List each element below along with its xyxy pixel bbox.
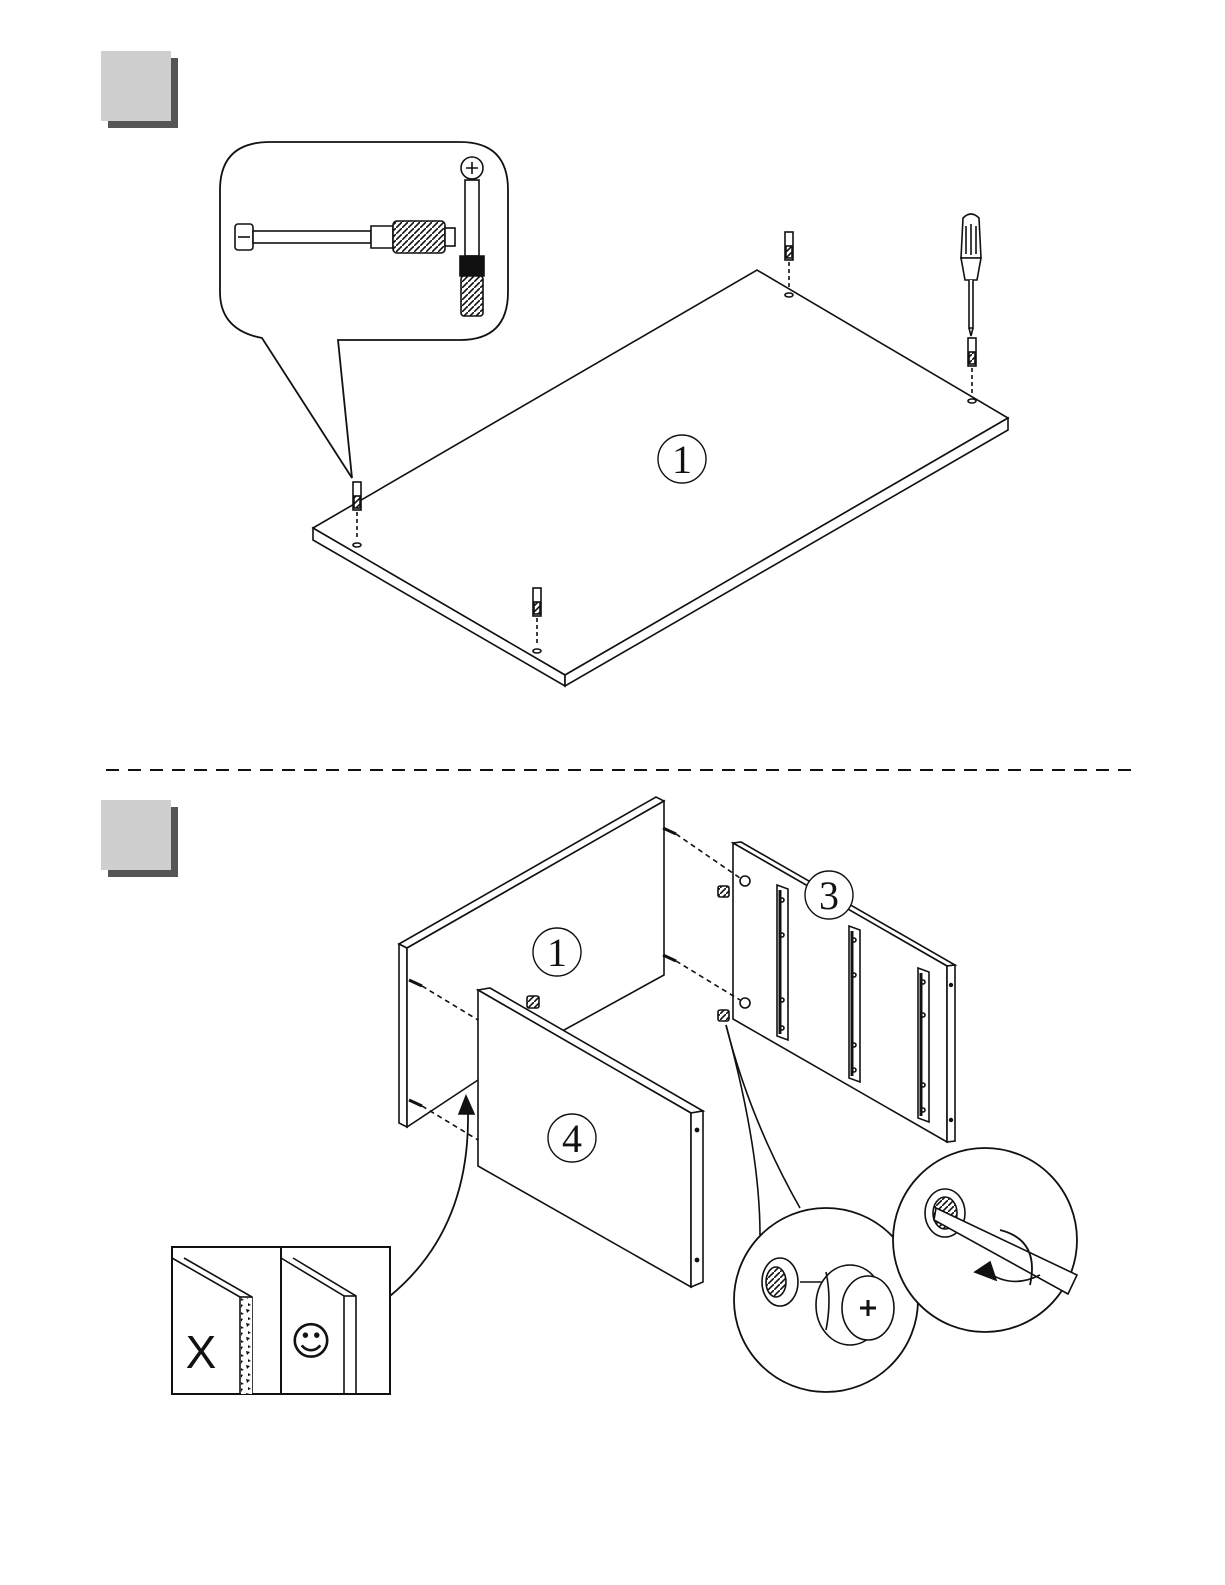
screwdriver-turn-detail — [893, 1148, 1077, 1332]
step-1-illustration — [220, 142, 1008, 686]
callout-leader — [726, 1025, 760, 1235]
screwdriver-icon — [961, 214, 981, 336]
cam-bolt — [968, 338, 976, 396]
bolt-detail-callout — [220, 142, 508, 478]
smiley-icon: ☺ — [290, 1319, 332, 1365]
step-2-illustration — [172, 797, 1077, 1394]
callout-leader — [726, 1025, 800, 1208]
part-label-1: 1 — [672, 437, 692, 482]
pointer-arrow — [390, 1096, 474, 1296]
part-label-3: 3 — [819, 873, 839, 918]
cam-bolt — [785, 232, 793, 290]
drawer-runner — [849, 926, 860, 1082]
wrong-mark: X — [186, 1326, 217, 1378]
drawer-runner — [777, 885, 788, 1040]
drawer-runner — [918, 968, 929, 1122]
part-label-4: 4 — [562, 1116, 582, 1161]
part-label-1: 1 — [547, 930, 567, 975]
cam-lock-detail — [734, 1208, 918, 1392]
